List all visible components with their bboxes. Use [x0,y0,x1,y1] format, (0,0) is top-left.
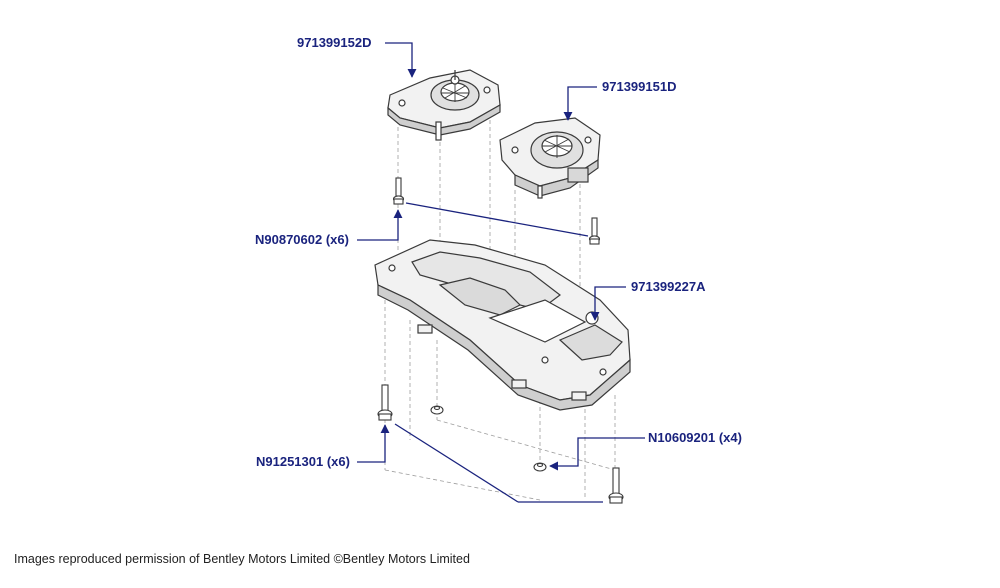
engine-mount-right[interactable] [499,117,601,199]
large-bolt-left[interactable] [377,384,393,421]
copyright-caption: Images reproduced permission of Bentley … [14,552,470,566]
part-label-N91251301[interactable]: N91251301 (x6) [256,454,350,469]
engine-mount-left[interactable] [387,69,501,141]
leader-971399152D [385,42,417,78]
leader-N91251301-link [394,423,519,503]
part-label-N90870602[interactable]: N90870602 (x6) [255,232,349,247]
nut-lower[interactable] [533,462,547,472]
small-bolt-left[interactable] [392,177,405,205]
leader-N90870602-link [405,202,589,237]
leader-971399151D [563,86,597,121]
part-label-971399227A[interactable]: 971399227A [631,279,706,294]
leader-N10609201 [549,437,645,471]
leader-971399227A [590,286,626,321]
part-label-971399152D[interactable]: 971399152D [297,35,372,50]
large-bolt-right[interactable] [608,467,624,504]
leader-N90870602 [357,209,403,241]
part-label-971399151D[interactable]: 971399151D [602,79,677,94]
leader-N91251301 [357,424,390,463]
crossmember[interactable] [374,239,631,411]
small-bolt-right[interactable] [588,217,601,245]
nut-upper[interactable] [430,405,444,415]
leader-lines [357,42,645,503]
part-label-N10609201[interactable]: N10609201 (x4) [648,430,742,445]
